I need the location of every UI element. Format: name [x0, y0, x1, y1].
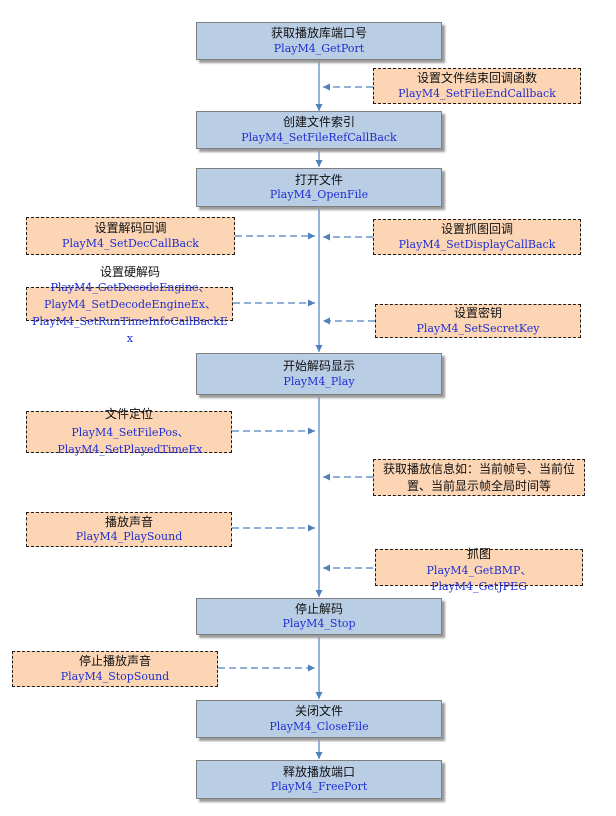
side-dec-callback: 设置解码回调 PlayM4_SetDecCallBack: [26, 217, 235, 255]
side-capture: [375, 549, 583, 586]
side-api: PlayM4_SetDisplayCallBack: [398, 237, 556, 251]
step-get-port: 获取播放库端口号 PlayM4_GetPort: [196, 22, 442, 60]
side-play-info: 获取播放信息如：当前帧号、当前位 置、当前显示帧全局时间等: [373, 459, 585, 496]
step-api: PlayM4_Play: [283, 374, 355, 388]
step-api: PlayM4_SetFileRefCallBack: [241, 130, 397, 144]
side-file-end-callback: 设置文件结束回调函数 PlayM4_SetFileEndCallback: [373, 68, 581, 104]
side-file-pos-api-1: PlayM4_SetFilePos、: [71, 426, 189, 439]
step-label: 释放播放端口: [282, 764, 355, 779]
side-hw-decode: [26, 287, 233, 321]
side-label: 设置文件结束回调函数: [416, 71, 537, 86]
step-label: 获取播放库端口号: [270, 26, 367, 41]
side-api: PlayM4_SetFileEndCallback: [398, 86, 556, 100]
step-api: PlayM4_Stop: [282, 617, 356, 631]
side-label: 设置解码回调: [94, 221, 167, 236]
step-play: 开始解码显示 PlayM4_Play: [196, 353, 442, 395]
step-close-file: 关闭文件 PlayM4_CloseFile: [196, 700, 442, 738]
side-file-pos-api-2: PlayM4_SetPlayedTimeEx: [57, 443, 203, 456]
side-hw-decode-api-2: PlayM4_SetDecodeEngineEx、: [43, 298, 217, 311]
side-play-sound: 播放声音 PlayM4_PlaySound: [26, 512, 232, 547]
side-api: PlayM4_PlaySound: [75, 530, 183, 544]
step-open-file: 打开文件 PlayM4_OpenFile: [196, 168, 442, 207]
side-label: 停止播放声音: [78, 654, 151, 669]
side-label-line-2: 置、当前显示帧全局时间等: [406, 478, 551, 493]
side-label: 设置密钥: [453, 306, 502, 321]
side-display-callback: 设置抓图回调 PlayM4_SetDisplayCallBack: [373, 219, 581, 255]
side-hw-decode-api-4: x: [126, 332, 134, 345]
step-api: PlayM4_OpenFile: [269, 188, 369, 202]
side-capture-api-1: PlayM4_GetBMP、: [426, 564, 532, 577]
side-capture-title: 抓图: [466, 547, 491, 561]
side-label: 设置抓图回调: [440, 222, 513, 237]
side-file-pos-title: 文件定位: [104, 407, 153, 421]
side-label: 播放声音: [104, 514, 153, 529]
step-label: 关闭文件: [294, 704, 343, 719]
step-label: 开始解码显示: [282, 359, 355, 374]
side-capture-api-2: PlayM4_GetJPEG: [431, 580, 527, 593]
side-hw-decode-api-3: PlayM4_SetRunTimeInfoCallBackE: [32, 315, 228, 328]
side-secret-key: 设置密钥 PlayM4_SetSecretKey: [375, 304, 581, 338]
step-label: 创建文件索引: [282, 115, 355, 130]
side-api: PlayM4_StopSound: [60, 669, 170, 683]
side-stop-sound: 停止播放声音 PlayM4_StopSound: [12, 651, 218, 687]
step-label: 停止解码: [294, 601, 343, 616]
step-free-port: 释放播放端口 PlayM4_FreePort: [196, 760, 442, 799]
step-api: PlayM4_FreePort: [270, 780, 368, 794]
step-api: PlayM4_CloseFile: [269, 719, 369, 733]
side-api: PlayM4_SetDecCallBack: [62, 236, 199, 250]
side-hw-decode-title: 设置硬解码: [99, 265, 160, 279]
step-api: PlayM4_GetPort: [273, 41, 365, 55]
side-label-line-1: 获取播放信息如：当前帧号、当前位: [382, 462, 575, 477]
step-label: 打开文件: [294, 172, 343, 187]
step-stop: 停止解码 PlayM4_Stop: [196, 598, 442, 635]
side-api: PlayM4_SetSecretKey: [416, 321, 540, 335]
side-file-pos: [26, 411, 232, 453]
step-create-index: 创建文件索引 PlayM4_SetFileRefCallBack: [196, 111, 442, 149]
side-hw-decode-api-1: PlayM4_GetDecodeEngine、: [50, 281, 210, 294]
